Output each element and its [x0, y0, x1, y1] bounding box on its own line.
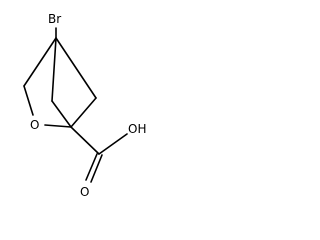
bond-c1-carboxyl-c	[70, 126, 100, 155]
bonds	[23, 27, 128, 183]
bond-ch2-bridge-top-c1	[70, 97, 97, 128]
bond-c4-ch2-bridge-mid	[51, 37, 57, 102]
carbonyl-oxygen-label: O	[80, 185, 89, 199]
bond-o-ring-c1	[44, 124, 72, 128]
bromine-label: Br	[48, 12, 61, 26]
bond-carbonyl-double-1	[85, 153, 98, 181]
bond-carbonyl-double-2	[90, 154, 103, 183]
molecule-structure-diagram: Br O OH O	[23, 12, 146, 199]
ring-oxygen-label: O	[30, 118, 39, 132]
bond-c4-ch2-left	[23, 37, 57, 87]
bond-carboxyl-c-oh	[98, 133, 128, 155]
hydroxyl-label: OH	[128, 122, 146, 136]
bond-ch2-bridge-mid-c1	[51, 100, 72, 128]
bond-c4-ch2-bridge-top	[55, 37, 97, 99]
atom-labels: Br O OH O	[30, 12, 146, 199]
bond-ch2-o-ring	[23, 85, 34, 116]
